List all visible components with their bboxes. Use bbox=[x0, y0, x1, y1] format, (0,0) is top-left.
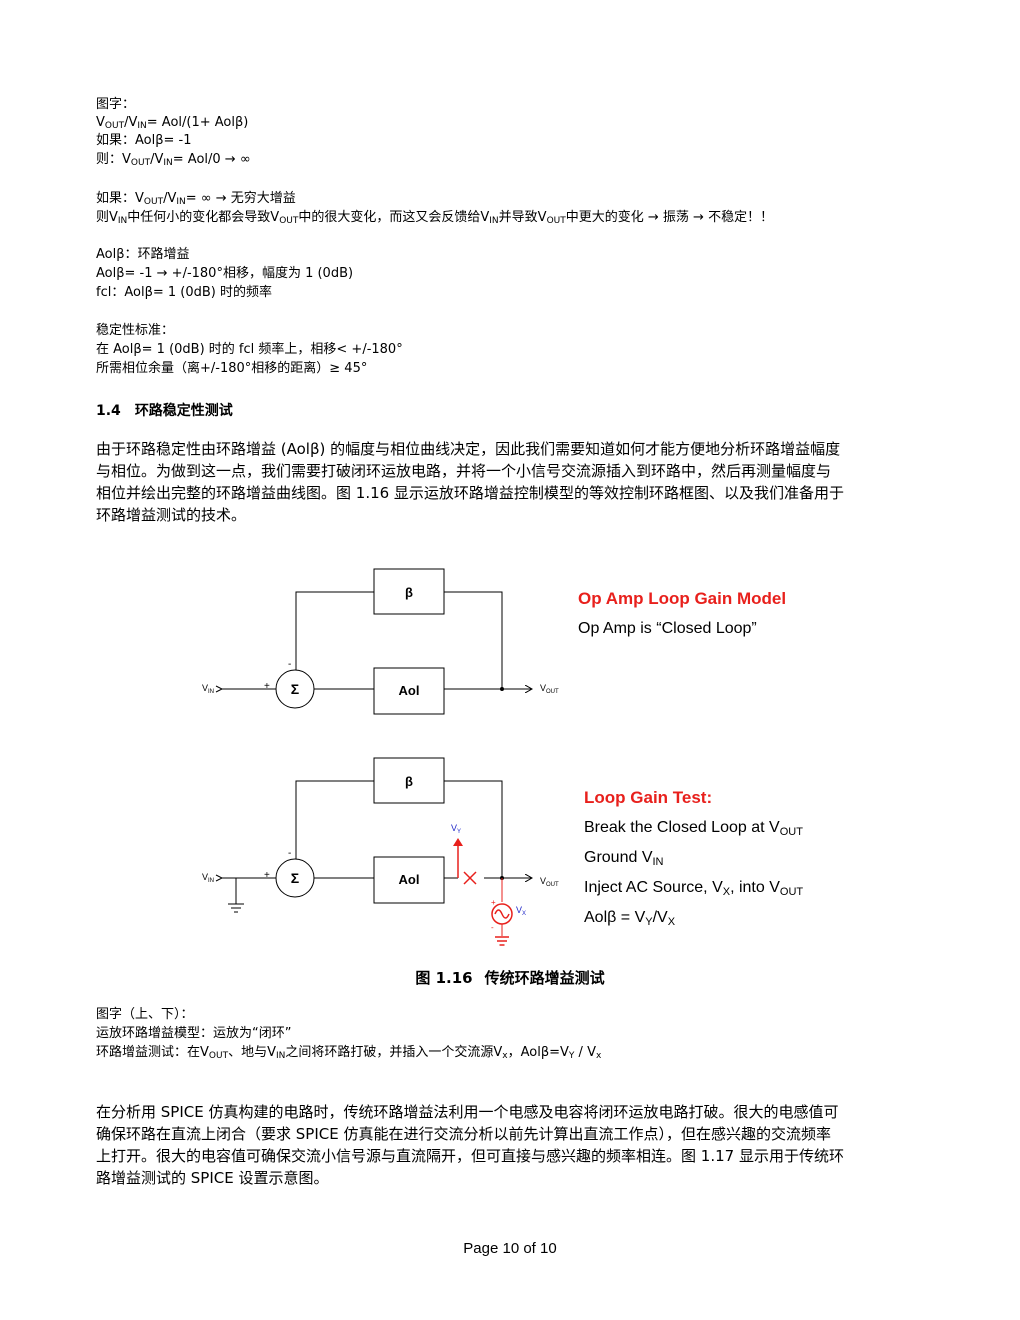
oscillation-line: 则VIN中任何小的变化都会导致VOUT中的很大变化，而这又会反馈给VIN并导致V… bbox=[96, 210, 774, 226]
test-caption-note: 环路增益测试：在VOUT、地与VIN之间将环路打破，并插入一个交流源Vx，Aol… bbox=[96, 1045, 602, 1061]
beta-block bbox=[373, 757, 445, 804]
vin-arrow bbox=[215, 874, 224, 882]
beta-label: β bbox=[405, 774, 413, 789]
infinite-gain-line: 如果：VOUT/VIN= ∞ → 无穷大增益 bbox=[96, 191, 296, 207]
fcl-def: fcl：Aolβ= 1 (0dB) 时的频率 bbox=[96, 285, 273, 300]
model-caption-note: 运放环路增益模型：运放为“闭环” bbox=[96, 1026, 292, 1041]
vout-label: VOUT bbox=[540, 876, 559, 888]
vin-label: VIN bbox=[202, 683, 214, 695]
spice-paragraph: 在分析用 SPICE 仿真构建的电路时，传统环路增益法利用一个电感及电容将闭环运… bbox=[96, 1103, 844, 1187]
aol-label: Aol bbox=[399, 683, 420, 698]
model-note-subtitle: Op Amp is “Closed Loop” bbox=[578, 620, 757, 637]
notes-label: 图字（上、下）： bbox=[96, 1007, 194, 1022]
sigma-label: Σ bbox=[291, 870, 299, 886]
source-plus: + bbox=[491, 898, 496, 907]
intro-paragraph: 由于环路稳定性由环路增益 (Aolβ) 的幅度与相位曲线决定，因此我们需要知道如… bbox=[96, 440, 844, 524]
notes-label: 图字： bbox=[96, 97, 136, 112]
stability-criterion-2: 所需相位余量（离+/-180°相移的距离）≥ 45° bbox=[96, 361, 368, 376]
aol-block bbox=[373, 856, 445, 904]
aol-block bbox=[373, 667, 445, 715]
model-diagram: β Aol Σ - + VIN VOUT bbox=[202, 568, 559, 715]
vin-ground-icon bbox=[228, 878, 244, 913]
model-note: Op Amp Loop Gain Model Op Amp is “Closed… bbox=[578, 584, 786, 644]
minus-sign: - bbox=[288, 848, 291, 859]
test-note-line: Break the Closed Loop at VOUT bbox=[584, 819, 803, 838]
test-note-title: Loop Gain Test: bbox=[584, 788, 713, 807]
stability-criteria-label: 稳定性标准： bbox=[96, 323, 175, 338]
test-diagram: β Aol Σ - + VIN VY VOUT bbox=[202, 757, 559, 946]
plus-sign: + bbox=[264, 681, 270, 692]
sigma-label: Σ bbox=[291, 681, 299, 697]
loop-break-icon bbox=[463, 871, 477, 885]
test-note-line: Aolβ = VY/VX bbox=[584, 909, 676, 928]
condition-line: 如果：Aolβ= -1 bbox=[96, 133, 192, 148]
phase-shift-line: Aolβ= -1 → +/-180°相移，幅度为 1 (0dB) bbox=[96, 266, 354, 281]
vy-label: VY bbox=[451, 823, 461, 835]
feedback-wire-right bbox=[444, 780, 503, 878]
source-ground-icon bbox=[495, 924, 509, 946]
model-note-title: Op Amp Loop Gain Model bbox=[578, 589, 787, 608]
plus-sign: + bbox=[264, 870, 270, 881]
aol-label: Aol bbox=[399, 872, 420, 887]
beta-label: β bbox=[405, 585, 413, 600]
loop-gain-def: Aolβ：环路增益 bbox=[96, 247, 190, 262]
test-note: Loop Gain Test: Break the Closed Loop at… bbox=[584, 783, 803, 933]
feedback-wire-left bbox=[295, 780, 374, 859]
vin-label: VIN bbox=[202, 872, 214, 884]
stability-criterion-1: 在 Aolβ= 1 (0dB) 时的 fcl 频率上，相移< +/-180° bbox=[96, 342, 403, 357]
test-note-line: Ground VIN bbox=[584, 849, 664, 868]
vx-label: VX bbox=[516, 905, 526, 917]
feedback-wire-left bbox=[295, 591, 374, 670]
result-line: 则：VOUT/VIN= Aol/0 → ∞ bbox=[96, 152, 251, 168]
page-number: Page 10 of 10 bbox=[463, 1240, 557, 1257]
test-note-line: Inject AC Source, VX, into VOUT bbox=[584, 879, 804, 898]
transfer-equation: VOUT/VIN= Aol/(1+ Aolβ) bbox=[96, 115, 249, 131]
vout-label: VOUT bbox=[540, 683, 559, 695]
ac-source-icon bbox=[491, 903, 513, 925]
source-minus: - bbox=[491, 923, 494, 932]
vin-arrow bbox=[215, 685, 224, 693]
feedback-wire-right bbox=[444, 591, 503, 689]
minus-sign: - bbox=[288, 659, 291, 670]
vy-arrow-icon bbox=[453, 838, 463, 846]
